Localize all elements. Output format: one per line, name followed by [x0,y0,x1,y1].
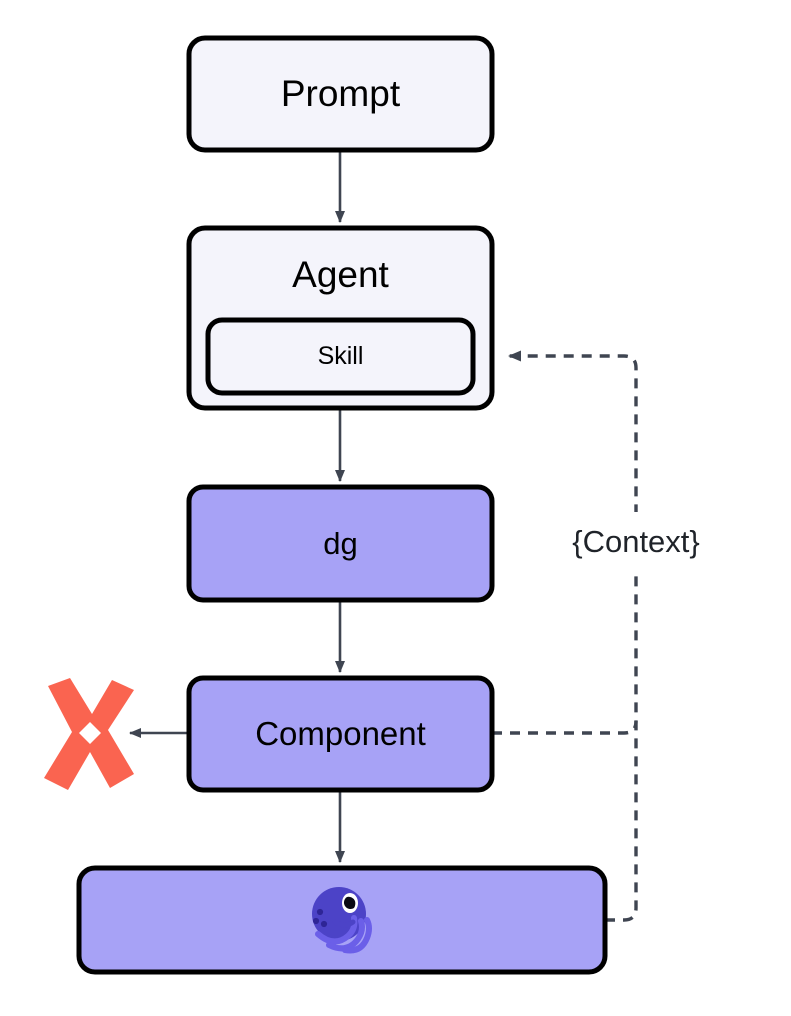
edge-dagster-context-to-skill [508,350,638,922]
node-dagster[interactable] [76,865,608,975]
node-dg[interactable] [186,484,495,603]
node-prompt[interactable] [186,35,495,153]
edge-component-context-to-rail [492,720,638,735]
node-component[interactable] [186,675,495,793]
node-layer [76,35,608,975]
edge-layer [129,150,638,922]
node-skill[interactable] [205,317,476,396]
